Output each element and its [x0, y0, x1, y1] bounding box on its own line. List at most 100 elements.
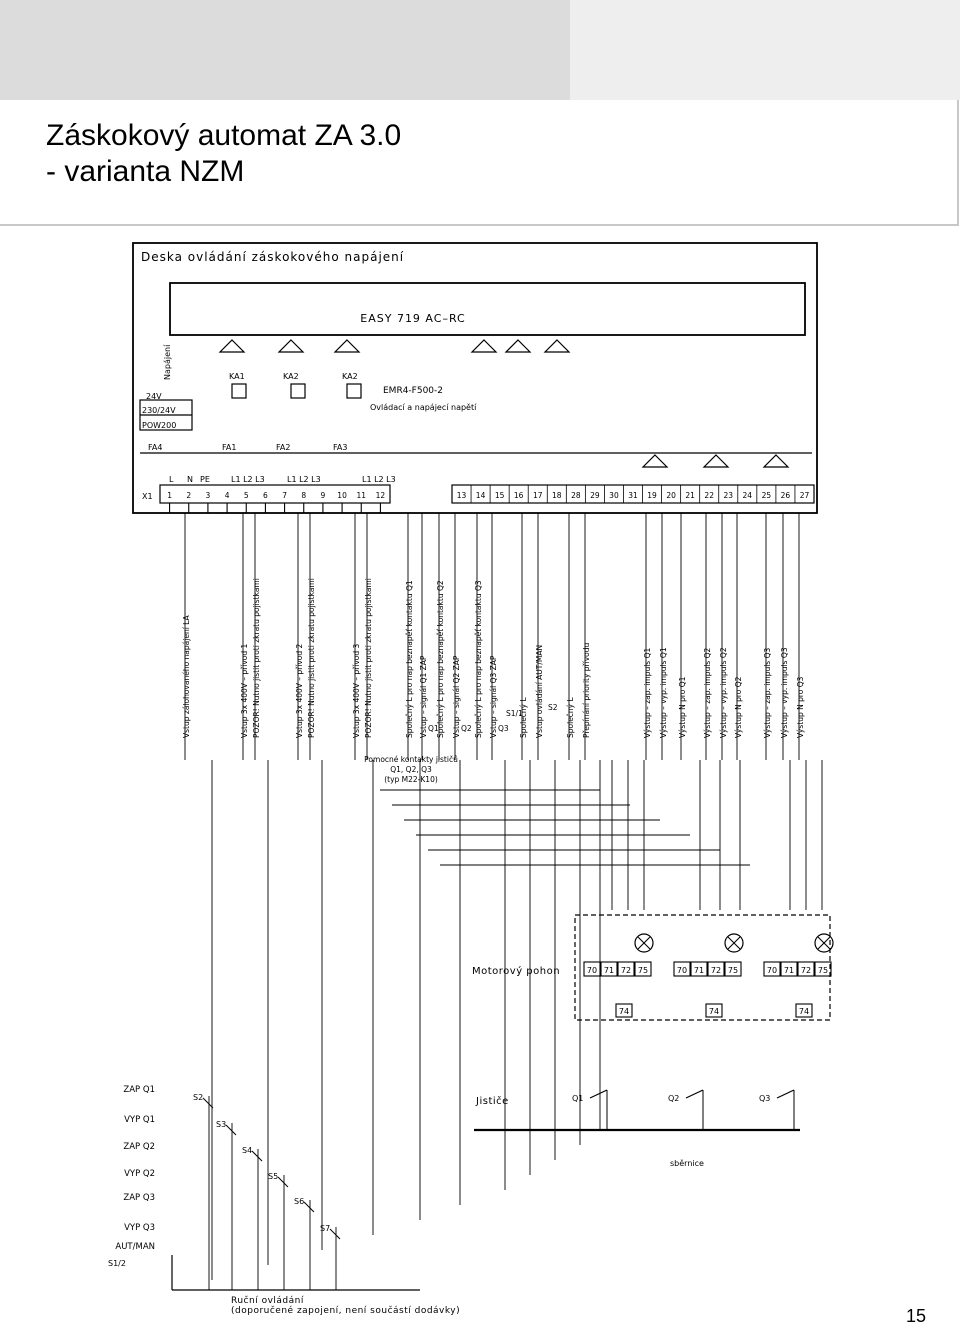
terminal-number: 21 [685, 491, 695, 500]
phase-label: L1 L2 L3 [362, 475, 396, 484]
terminal-strip-label: X1 [142, 492, 153, 501]
vertical-label: Výstup – vyp. impuls Q1 [659, 647, 668, 738]
motor-terminal-number: 71 [604, 966, 614, 975]
relay-label: KA1 [229, 372, 245, 381]
terminal-number: 2 [186, 491, 191, 500]
motor-terminal-box [634, 961, 652, 977]
motor-terminal-box [673, 961, 691, 977]
motor-terminal-box-74 [615, 1003, 633, 1018]
breaker-contact [776, 1089, 795, 1099]
motor-terminal-box [617, 961, 635, 977]
aux-note-line: (typ M22-K10) [384, 775, 438, 784]
switch-label: S1/2 [108, 1259, 126, 1268]
motor-terminal-number: 75 [638, 966, 648, 975]
switch-contact [251, 1150, 263, 1162]
breaker-label: Q3 [759, 1094, 770, 1103]
terminal-number: 8 [301, 491, 306, 500]
terminal-number: 10 [337, 491, 347, 500]
lamp-cross [637, 936, 651, 950]
fuse-label: FA4 [148, 443, 162, 452]
vertical-label: Společný L pro nap beznapěť kontaktu Q3 [474, 580, 483, 738]
vertical-label: Společný L pro nap beznapěť kontaktu Q2 [436, 580, 445, 738]
motor-terminal-number: 74 [619, 1007, 629, 1016]
terminal-number: 20 [666, 491, 676, 500]
motor-terminal-box [600, 961, 618, 977]
vertical-label: Vstup – signál Q1 ZAP [419, 655, 428, 738]
switch-contact [277, 1176, 289, 1188]
aux-contact-label: S1/1 [506, 709, 523, 718]
motor-terminal-number: 70 [677, 966, 687, 975]
vertical-label: Společný L [519, 696, 528, 738]
aux-contact-label: Q1 [428, 724, 439, 733]
manual-control-label: ZAP Q3 [123, 1193, 155, 1203]
terminal-number: 12 [376, 491, 386, 500]
terminal-number: 23 [723, 491, 733, 500]
aux-contact-label: Q3 [498, 724, 509, 733]
vertical-label: Výstup N pro Q1 [678, 676, 687, 738]
motor-terminal-box [814, 961, 832, 977]
motor-drive-area [574, 914, 831, 1021]
switch-label: S3 [216, 1120, 226, 1129]
switch-label: S7 [320, 1224, 330, 1233]
terminal-number: 29 [590, 491, 600, 500]
vertical-label: Přepínání priority přívodu [582, 642, 591, 738]
phase-label: L [169, 475, 174, 484]
terminal-number: 22 [704, 491, 714, 500]
header-band-right [570, 0, 960, 100]
terminal-number: 27 [800, 491, 810, 500]
switch-contact [225, 1124, 237, 1136]
motor-terminal-box [583, 961, 601, 977]
relay-module-name: EMR4-F500-2 [383, 386, 443, 396]
vertical-label: Výstup – vyp. impuls Q2 [719, 647, 728, 738]
vertical-label: Výstup – zap. impuls Q3 [763, 648, 772, 738]
terminal-number: 3 [206, 491, 211, 500]
vertical-label: Vstup 3x 400V – přívod 3 [352, 643, 361, 738]
lamp-cross [727, 936, 741, 950]
static-lines [132, 242, 831, 1291]
relay-label: KA2 [342, 372, 358, 381]
vertical-label: POZOR! Nutno jistit proti zkratu pojistk… [307, 578, 316, 738]
manual-control-label: ZAP Q2 [123, 1142, 155, 1152]
title-line-1: Záskokový automat ZA 3.0 [46, 119, 402, 152]
footer-note-line-2: (doporučené zapojení, není součástí dodá… [231, 1305, 460, 1316]
vertical-label: Vstup ovládání AUT/MAN [535, 645, 544, 738]
terminal-number: 15 [495, 491, 505, 500]
vertical-label: Výstup – zap. impuls Q2 [703, 648, 712, 738]
phase-label: N [187, 475, 193, 484]
motor-terminal-number: 75 [818, 966, 828, 975]
motor-terminal-number: 74 [799, 1007, 809, 1016]
page-title: Záskokový automat ZA 3.0 - varianta NZM [46, 118, 401, 190]
motor-terminal-number: 72 [801, 966, 811, 975]
manual-control-label: ZAP Q1 [123, 1085, 155, 1095]
phase-label: L1 L2 L3 [231, 475, 265, 484]
switch-label: S2 [193, 1093, 203, 1102]
motor-terminal-box [690, 961, 708, 977]
terminal-strip-right [451, 484, 815, 504]
terminal-strip-left [159, 484, 391, 504]
breaker-label: Q1 [572, 1094, 583, 1103]
terminal-number: 14 [476, 491, 486, 500]
motor-terminal-box [707, 961, 725, 977]
switch-label: S4 [242, 1146, 252, 1155]
terminal-number: 11 [356, 491, 366, 500]
breaker-contact [589, 1089, 608, 1099]
supply-label-24v: 24V [146, 392, 162, 401]
phase-label: PE [200, 475, 210, 484]
vertical-label: Výstup N pro Q2 [734, 676, 743, 738]
switch-label: S6 [294, 1197, 304, 1206]
manual-control-label: AUT/MAN [115, 1242, 155, 1252]
terminal-number: 31 [628, 491, 638, 500]
indicator-lamp [814, 933, 834, 953]
motor-terminal-number: 75 [728, 966, 738, 975]
terminal-number: 9 [321, 491, 326, 500]
motor-terminal-number: 70 [587, 966, 597, 975]
vertical-label: Společný L pro nap beznapěť kontaktu Q1 [405, 580, 414, 738]
vertical-label: Vstup 3x 400V – přívod 2 [295, 643, 304, 738]
footer-note-line-1: Ruční ovládání [231, 1295, 304, 1306]
terminal-number: 6 [263, 491, 268, 500]
aux-contact-label: S2 [548, 703, 558, 712]
motor-terminal-number: 72 [621, 966, 631, 975]
vertical-label: Společný L [566, 696, 575, 738]
bus-label: sběrnice [670, 1159, 704, 1168]
